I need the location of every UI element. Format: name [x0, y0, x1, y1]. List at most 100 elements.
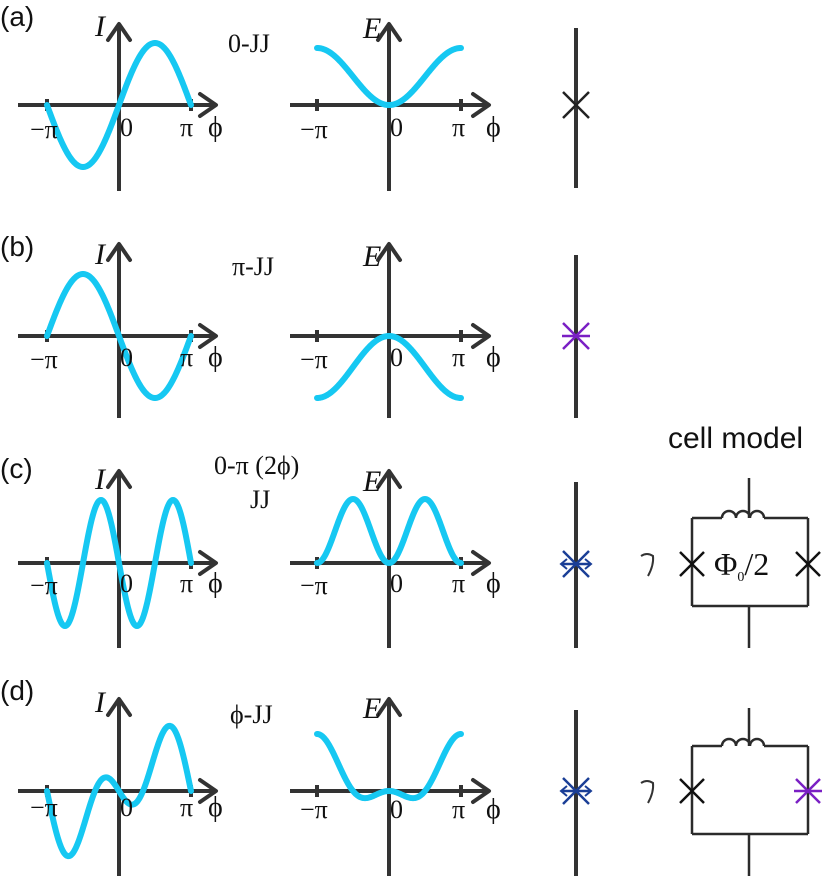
panel-c: (c) 0-π (2ϕ) JJ I −π 0 π ϕ E −π	[0, 422, 821, 648]
phase-axis-arrow	[198, 323, 218, 349]
tick-label-pi: π	[452, 795, 465, 824]
phase-axis-arrow	[471, 550, 491, 576]
equivalence-symbol	[640, 553, 655, 577]
tick-label-pi: π	[180, 793, 193, 822]
tick-label-zero: 0	[120, 793, 133, 822]
current-axis-label: I	[94, 463, 107, 496]
tick-label-zero: 0	[120, 569, 133, 598]
phase-axis-arrow	[471, 92, 491, 118]
panel-a: (a) 0-JJ I −π 0 π ϕ E −π 0	[0, 1, 590, 191]
current-curve	[44, 722, 194, 860]
phase-axis-label: ϕ	[208, 568, 223, 599]
tick-label-neg-pi: −π	[300, 345, 328, 374]
energy-phase-plot: E −π 0 π ϕ	[290, 692, 501, 876]
current-curve	[44, 39, 194, 171]
junction-symbol-pi	[562, 255, 590, 418]
panel-letter: (d)	[0, 675, 34, 706]
energy-axis-arrow	[376, 697, 402, 717]
star-arrow	[584, 558, 593, 570]
phase-axis-arrow	[471, 323, 491, 349]
energy-phase-plot: E −π 0 π ϕ	[290, 465, 501, 648]
current-phase-plot: I −π 0 π ϕ	[18, 686, 223, 876]
current-axis-label: I	[94, 686, 107, 719]
junction-symbol-phi	[559, 710, 593, 876]
energy-axis-label: E	[362, 240, 381, 273]
energy-axis-arrow	[376, 469, 402, 489]
tick-label-zero: 0	[120, 113, 133, 142]
tick-label-zero: 0	[120, 343, 133, 372]
energy-axis-arrow	[376, 242, 402, 262]
tick-label-pi: π	[452, 569, 465, 598]
current-phase-plot: I −π 0 π ϕ	[18, 463, 223, 648]
panel-d: (d) ϕ-JJ I −π 0 π ϕ E −π 0	[0, 675, 822, 876]
panel-letter: (b)	[0, 231, 34, 262]
cross-stroke	[562, 91, 590, 119]
cell-model-title: cell model	[668, 422, 803, 455]
phase-axis-arrow	[198, 778, 218, 804]
tick-label-zero: 0	[390, 795, 403, 824]
energy-axis-label: E	[362, 692, 381, 725]
tick-label-neg-pi: −π	[30, 571, 58, 600]
energy-curve	[314, 495, 464, 567]
flux-subscript: 0	[737, 570, 744, 585]
tick-label-neg-pi: −π	[30, 345, 58, 374]
current-axis-arrow	[106, 697, 132, 717]
equivalence-mark	[640, 553, 655, 577]
energy-axis-label: E	[362, 465, 381, 498]
panel-title: π-JJ	[232, 252, 274, 281]
energy-curve	[314, 45, 464, 109]
panel-letter: (c)	[0, 453, 33, 484]
phase-axis-label: ϕ	[208, 792, 223, 823]
equivalence-symbol	[640, 780, 655, 804]
tick-label-pi: π	[180, 113, 193, 142]
equivalence-mark	[640, 780, 655, 804]
current-axis-arrow	[106, 242, 132, 262]
phase-axis-label: ϕ	[486, 112, 501, 143]
current-axis-label: I	[94, 238, 107, 271]
junction-symbol-phi	[559, 482, 593, 648]
phase-axis-arrow	[471, 778, 491, 804]
phase-axis-label: ϕ	[486, 568, 501, 599]
inductor-icon	[692, 509, 808, 520]
tick-label-neg-pi: −π	[300, 571, 328, 600]
current-curve	[44, 270, 194, 402]
zero-junction-icon	[795, 551, 821, 577]
current-axis-arrow	[106, 469, 132, 489]
tick-label-neg-pi: −π	[30, 793, 58, 822]
panel-b: (b) π-JJ I −π 0 π ϕ E −π 0	[0, 231, 590, 418]
energy-curve	[314, 332, 464, 401]
cell-model-d	[679, 708, 822, 876]
tick-label-zero: 0	[390, 343, 403, 372]
tick-label-pi: π	[452, 113, 465, 142]
tick-label-neg-pi: −π	[300, 795, 328, 824]
phase-axis-label: ϕ	[486, 342, 501, 373]
flux-symbol: Φ	[714, 546, 737, 582]
zero-junction-icon	[679, 778, 705, 804]
energy-phase-plot: E −π 0 π ϕ	[290, 240, 501, 418]
phase-axis-label: ϕ	[208, 112, 223, 143]
energy-axis-label: E	[362, 12, 381, 45]
panel-letter: (a)	[0, 1, 34, 32]
current-phase-plot: I −π 0 π ϕ	[18, 10, 223, 191]
phase-axis-label: ϕ	[208, 342, 223, 373]
current-curve	[44, 496, 194, 630]
tick-label-neg-pi: −π	[30, 115, 58, 144]
current-axis-arrow	[106, 22, 132, 42]
star-arrow	[584, 785, 593, 797]
tick-label-neg-pi: −π	[300, 115, 328, 144]
tick-label-zero: 0	[390, 569, 403, 598]
cell-model-c: cell model Φ0/2	[668, 422, 821, 648]
panel-title-line-2: JJ	[250, 485, 270, 514]
energy-axis-arrow	[376, 22, 402, 42]
panel-title: 0-JJ	[228, 29, 270, 58]
phase-axis-arrow	[198, 92, 218, 118]
tick-label-zero: 0	[390, 113, 403, 142]
star-arrow	[559, 558, 568, 570]
zero-junction-icon	[679, 551, 705, 577]
tick-label-pi: π	[452, 343, 465, 372]
panel-title: ϕ-JJ	[230, 700, 273, 729]
phase-axis-label: ϕ	[486, 794, 501, 825]
flux-fraction: /2	[744, 546, 769, 582]
flux-label: Φ0/2	[714, 546, 769, 585]
